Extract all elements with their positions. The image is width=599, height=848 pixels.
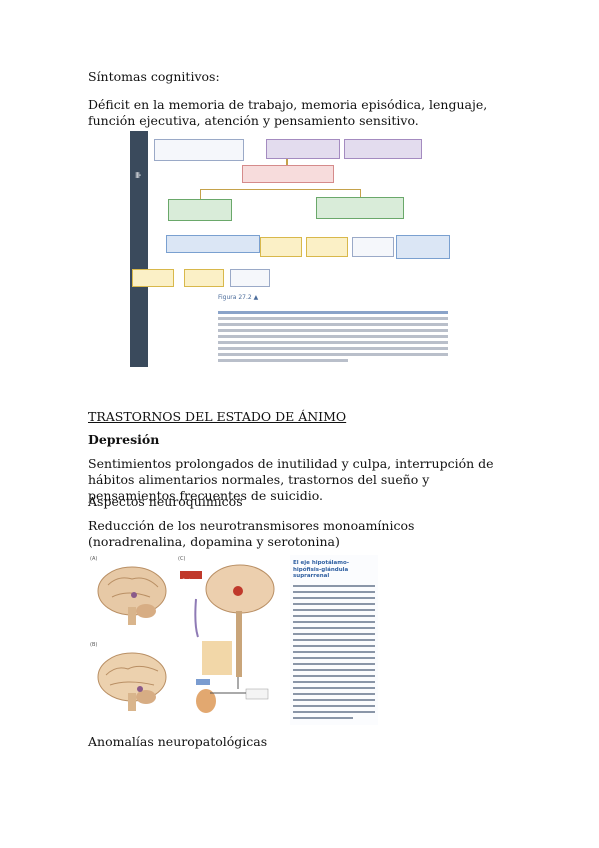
body-line (293, 705, 375, 707)
brain-panel-a: (A) (88, 555, 172, 633)
brain-panel-b: (B) (88, 641, 172, 719)
hpa-axis-text-figure: El eje hipotálamo-hipófisis-glándula sup… (290, 555, 378, 725)
body-line (293, 621, 375, 623)
body-line (293, 615, 375, 617)
caption-line (218, 341, 448, 344)
caption-line (218, 311, 448, 314)
diagram-arrow-branch (200, 189, 360, 190)
cognitive-diagram-figure: ⊪ Figura 27.2 ▲ (130, 131, 452, 367)
body-line (293, 693, 375, 695)
brain-panel-c: (C) Corteza (176, 555, 280, 723)
diagram-box-right-green (316, 197, 404, 219)
body-line (293, 609, 375, 611)
body-line (293, 627, 375, 629)
diagram-box-bottom-1 (132, 269, 174, 287)
brain-lateral-icon (97, 652, 167, 711)
diagram-box-yellow-2 (306, 237, 348, 257)
body-line (293, 603, 375, 605)
diagram-box-bottom-2 (184, 269, 224, 287)
depression-heading: Depresión (88, 432, 160, 447)
diagram-box-top-left (154, 139, 244, 161)
diagram-box-left-blue (166, 235, 260, 253)
symptoms-description: Déficit en la memoria de trabajo, memori… (88, 97, 488, 128)
body-line (293, 681, 375, 683)
body-line (293, 711, 375, 713)
diagram-box-white-1 (352, 237, 394, 257)
neuropathology-heading: Anomalías neuropatológicas (88, 734, 268, 749)
caption-line (218, 347, 448, 350)
diagram-arrow-1 (286, 159, 288, 165)
body-line (293, 699, 375, 701)
brain-illustrations-figure: (A) (B) (C) (88, 555, 280, 723)
body-line (293, 669, 375, 671)
body-line (293, 639, 375, 641)
neurochemical-heading: Aspectos neuroquímicos (88, 494, 243, 509)
caption-line (218, 329, 448, 332)
diagram-box-top-right (344, 139, 422, 159)
diagram-arrow-2 (200, 189, 201, 199)
panel-label-b: (B) (90, 642, 98, 648)
diagram-box-right-blue (396, 235, 450, 259)
diagram-box-yellow-1 (260, 237, 302, 257)
figure-caption: Figura 27.2 ▲ (218, 294, 259, 301)
body-line (293, 675, 375, 677)
cortex-tag: Corteza (182, 578, 198, 583)
body-line (293, 645, 375, 647)
caption-line (218, 317, 448, 320)
figure-side-strip: ⊪ (130, 131, 148, 367)
body-line (293, 687, 375, 689)
depression-description: Sentimientos prolongados de inutilidad y… (88, 456, 494, 503)
caption-line (218, 335, 448, 338)
strip-glyph: ⊪ (135, 171, 142, 180)
diagram-arrow-3 (360, 189, 361, 197)
panel-label-a: (A) (90, 556, 98, 562)
body-line (293, 717, 353, 719)
body-line (293, 585, 375, 587)
neurotransmitter-text: Reducción de los neurotransmisores monoa… (88, 518, 415, 549)
diagram-box-center (242, 165, 334, 183)
body-line (293, 657, 375, 659)
hpa-axis-icon (180, 564, 275, 713)
body-line (293, 597, 375, 599)
body-line (293, 663, 375, 665)
body-line (293, 651, 375, 653)
caption-line (218, 323, 448, 326)
body-line (293, 591, 375, 593)
diagram-box-left-green (168, 199, 232, 221)
caption-line (218, 359, 348, 362)
diagram-box-bottom-3 (230, 269, 270, 287)
body-line (293, 633, 375, 635)
mood-disorders-heading: TRASTORNOS DEL ESTADO DE ÁNIMO (88, 409, 347, 424)
diagram-box-top-middle (266, 139, 340, 159)
brain-sagittal-icon (97, 566, 167, 625)
symptoms-heading: Síntomas cognitivos: (88, 69, 220, 84)
panel-label-c: (C) (178, 556, 186, 562)
hpa-heading: El eje hipotálamo-hipófisis-glándula sup… (293, 560, 350, 579)
caption-line (218, 353, 448, 356)
